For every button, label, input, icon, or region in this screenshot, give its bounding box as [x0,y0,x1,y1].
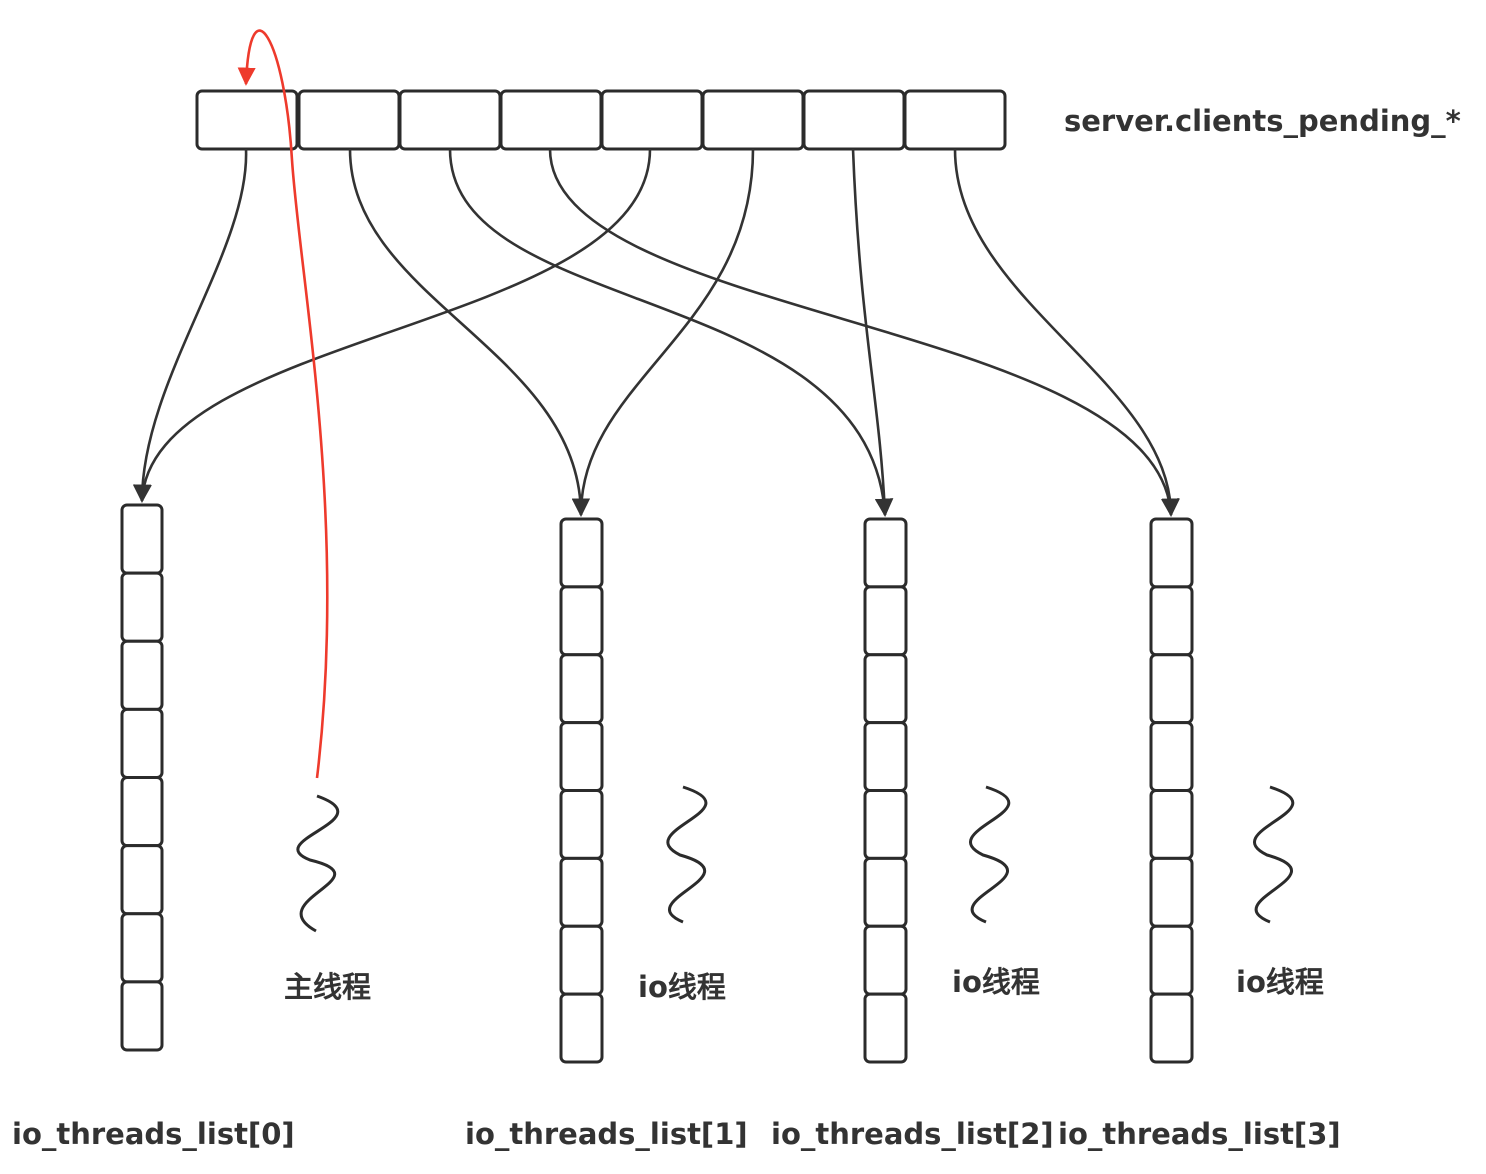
pending-clients-queue [195,89,1007,151]
io-list-cell [559,721,604,792]
assignment-arrow-0-to-list-0 [132,148,248,503]
io-thread-1-wave-icon [666,785,708,924]
io-list-cell [1149,517,1194,589]
pending-client-cell [802,89,906,151]
io-list-cell [120,844,164,916]
io-list-cell [863,517,908,589]
io-list-cell [559,789,604,860]
io-list-cell [863,856,908,928]
io-list-cell [1149,789,1194,860]
pending-client-cell [195,89,299,151]
io-list-cell [120,912,164,984]
io-list-cell [120,639,164,711]
main-thread-label: 主线程 [284,970,371,1004]
io-list-cell [1149,585,1194,657]
assignment-edges [132,148,1180,517]
assignment-arrow-6-to-list-2 [851,148,894,517]
io-list-3 [1149,517,1194,1064]
io-list-cell [863,653,908,725]
pending-client-cell [903,89,1007,151]
io-list-cell [863,585,908,657]
pending-client-cell [398,89,502,151]
io-list-cell [1149,856,1194,928]
io-list-cell [559,924,604,996]
io-list-cell [120,503,164,575]
assignment-arrow-7-to-list-3 [953,148,1180,517]
io-list-3-label: io_threads_list[3] [1058,1117,1341,1151]
io-list-cell [559,653,604,725]
io-list-cell [559,992,604,1064]
io-list-cell [1149,992,1194,1064]
io-list-cell [863,789,908,860]
io-list-cell [120,980,164,1052]
pending-client-cell [701,89,805,151]
io-list-cell [120,776,164,848]
pending-client-cell [600,89,704,151]
io-thread-1-label: io线程 [638,970,726,1004]
assignment-arrow-1-to-list-1 [348,148,590,517]
io-list-cell [1149,924,1194,996]
io-list-cell [1149,653,1194,725]
io-list-cell [559,856,604,928]
io-list-cell [559,517,604,589]
io-list-1-label: io_threads_list[1] [465,1117,748,1151]
io-list-2 [863,517,908,1064]
assignment-arrow-2-to-list-2 [448,148,894,517]
io-list-cell [863,924,908,996]
pending-client-cell [297,89,401,151]
main-thread-link-arrow [237,29,329,779]
io-threads-lists [120,503,1194,1064]
io-thread-2-wave-icon [969,785,1011,924]
io-list-cell [1149,721,1194,792]
io-list-cell [559,585,604,657]
io-list-labels: io_threads_list[0] io_threads_list[1] io… [12,1117,1341,1151]
io-list-1 [559,517,604,1064]
assignment-arrow-4-to-list-0 [133,148,652,503]
pending-queue-label: server.clients_pending_* [1064,104,1461,138]
io-list-0 [120,503,164,1052]
io-list-cell [863,992,908,1064]
assignment-arrow-3-to-list-3 [548,148,1180,517]
io-thread-2-label: io线程 [952,965,1040,999]
io-list-2-label: io_threads_list[2] [771,1117,1054,1151]
io-list-cell [863,721,908,792]
io-thread-3-wave-icon [1253,785,1295,924]
main-thread-wave-icon [296,794,340,933]
threads: 主线程 io线程 io线程 io线程 [284,785,1324,1004]
assignment-arrow-5-to-list-1 [571,148,755,517]
pending-client-cell [499,89,603,151]
io-thread-3-label: io线程 [1236,965,1324,999]
io-list-cell [120,571,164,643]
io-list-0-label: io_threads_list[0] [12,1117,295,1151]
io-list-cell [120,707,164,779]
